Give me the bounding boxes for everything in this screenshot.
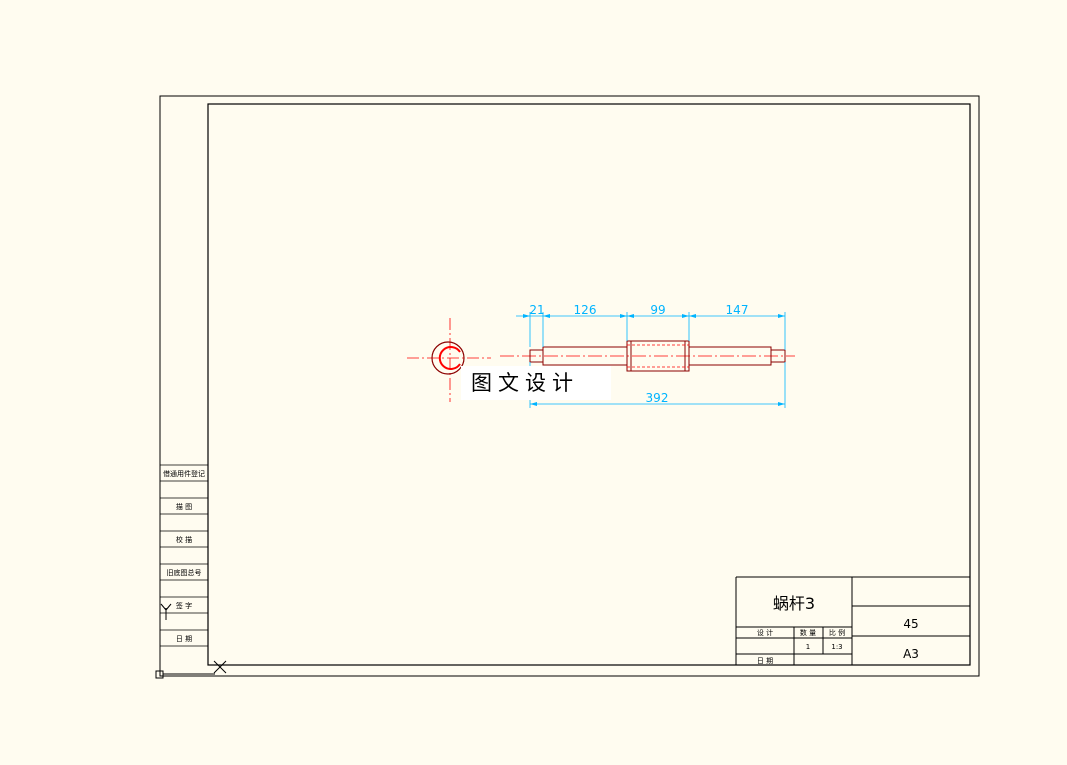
- sheet-size-value: A3: [903, 647, 919, 661]
- part-name: 蜗杆3: [773, 594, 815, 613]
- watermark: 图文设计: [461, 366, 611, 400]
- material-value: 45: [903, 617, 918, 631]
- scale-label: 比 例: [829, 628, 845, 637]
- outer-frame: [159, 95, 980, 677]
- date-label: 日 期: [757, 657, 773, 665]
- dimension-21: 21: [529, 303, 544, 317]
- inner-frame: [207, 103, 971, 666]
- title-block: [735, 576, 970, 665]
- side-row-label: 旧底图总号: [167, 568, 202, 577]
- worm-shaft: [529, 340, 786, 372]
- side-row-label: 描 图: [176, 502, 192, 511]
- side-row-label: 日 期: [176, 635, 192, 643]
- quantity-value: 1: [806, 643, 810, 651]
- dimension-lines: [516, 312, 786, 408]
- dimension-147: 147: [726, 303, 749, 317]
- dimension-392: 392: [646, 391, 669, 405]
- dimension-126: 126: [574, 303, 597, 317]
- side-table: [160, 464, 208, 647]
- side-row-label: 签 字: [176, 601, 192, 610]
- design-label: 设 计: [757, 628, 773, 637]
- side-row-label: 借通用件登记: [163, 469, 205, 478]
- cursor-cross-icon: [213, 660, 227, 674]
- side-row-label: 校 描: [176, 535, 192, 544]
- ucs-icon: [155, 603, 215, 679]
- dimension-arrows: [523, 314, 785, 406]
- end-view: [407, 318, 491, 402]
- dimension-99: 99: [650, 303, 665, 317]
- quantity-label: 数 量: [800, 628, 816, 637]
- scale-value: 1:3: [831, 643, 842, 651]
